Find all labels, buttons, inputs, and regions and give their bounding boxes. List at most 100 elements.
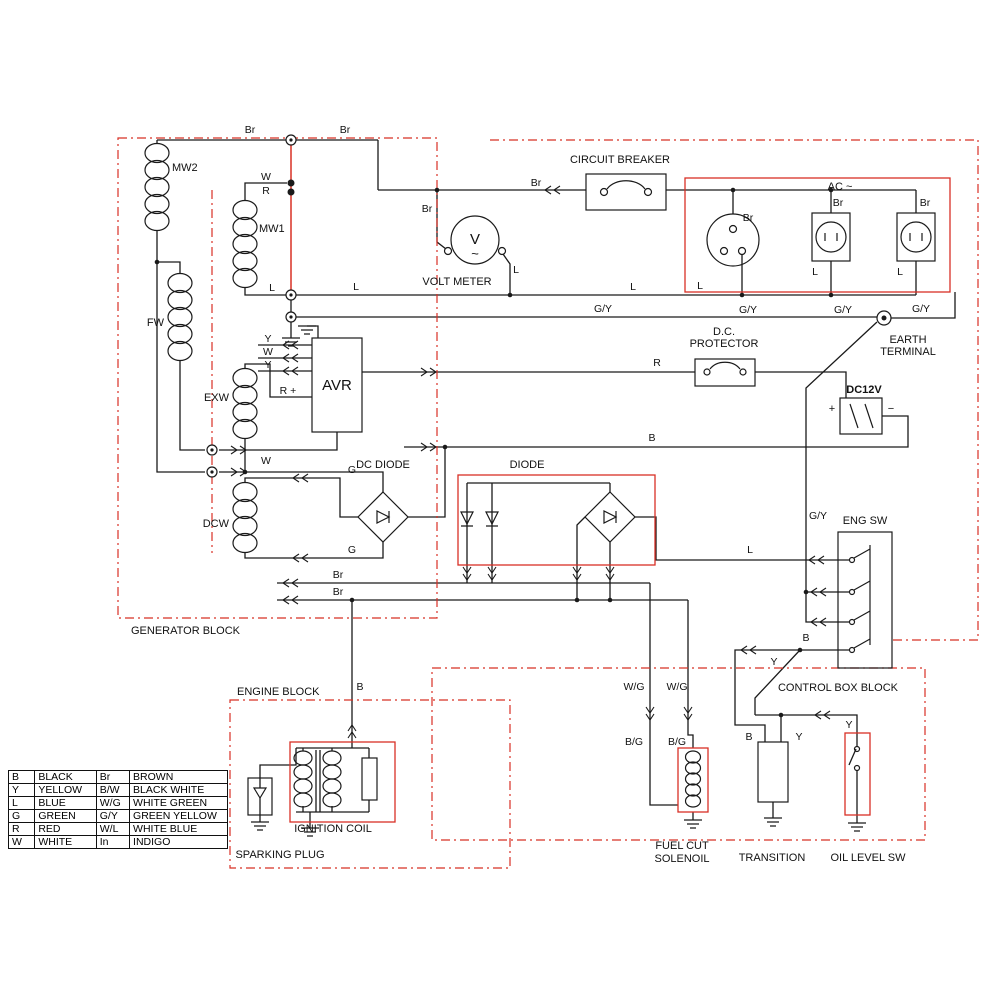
wire-label: L	[353, 281, 359, 293]
avr-label: AVR	[322, 377, 352, 394]
legend-color-name: BLACK WHITE	[129, 783, 228, 797]
diode-highlight-box	[457, 474, 656, 566]
avr-box	[311, 337, 363, 433]
dcw-label: DCW	[203, 518, 230, 530]
block-labels: GENERATOR BLOCK ENGINE BLOCK CONTROL BOX…	[131, 625, 899, 698]
legend-code: Y	[7, 783, 36, 797]
wire-label: Br	[743, 212, 754, 224]
legend-color-name: WHITE BLUE	[129, 822, 228, 836]
ignition-coil-symbol	[293, 750, 378, 808]
dc-protector-label-2: PROTECTOR	[690, 338, 759, 350]
wire-label: G/Y	[834, 304, 852, 316]
component-labels: MW2 MW1 FW EXW DCW AVR V ~ VOLT METER CI…	[147, 154, 936, 865]
ignition-highlight-box	[289, 741, 396, 823]
dcw-coil	[232, 481, 258, 554]
wire-label: B	[356, 681, 363, 693]
wire-label: G/Y	[809, 510, 827, 522]
wire-label: G/Y	[912, 303, 930, 315]
legend-code: G/Y	[95, 809, 131, 823]
wire-label: B/G	[668, 736, 686, 748]
earth-terminal-label-1: EARTH	[889, 334, 926, 346]
legend-code: W	[7, 835, 36, 849]
wire-label: Br	[245, 124, 256, 136]
control-box-block-label: CONTROL BOX BLOCK	[778, 682, 899, 694]
wire-label: G/Y	[594, 303, 612, 315]
dc-protector-label-1: D.C.	[713, 326, 735, 338]
legend-color-name: RED	[34, 822, 97, 836]
wire-label: Br	[422, 203, 433, 215]
circuit-breaker-label: CIRCUIT BREAKER	[570, 154, 670, 166]
ac-receptacles	[706, 212, 936, 267]
ignition-coil-label: IGNITION COIL	[294, 823, 372, 835]
ac-receptacle-1	[811, 212, 851, 262]
earth-terminal-label-2: TERMINAL	[880, 346, 936, 358]
wire-label: B	[648, 432, 655, 444]
fw-coil	[167, 272, 193, 362]
fuel-cut-label-2: SOLENOIL	[654, 853, 709, 865]
wire-label: B/G	[625, 736, 643, 748]
dc-diode-bridge	[357, 491, 409, 543]
volt-meter	[443, 215, 507, 265]
fuel-cut-label-1: FUEL CUT	[655, 840, 709, 852]
wire-label: Br	[333, 569, 344, 581]
legend-code: L	[7, 796, 36, 810]
wire-label: W/G	[624, 681, 645, 693]
ac-highlight-box	[684, 177, 951, 293]
legend-code: B/W	[95, 783, 131, 797]
dc12v-connector	[839, 397, 883, 435]
wire-label: W/G	[667, 681, 688, 693]
legend-color-name: BROWN	[129, 770, 228, 784]
diode-label: DIODE	[510, 459, 545, 471]
volt-meter-tilde: ~	[471, 246, 479, 261]
legend-code: In	[95, 835, 131, 849]
legend-code: G	[7, 809, 36, 823]
ac-label: AC ~	[828, 181, 853, 193]
exw-label: EXW	[204, 392, 230, 404]
mw1-label: MW1	[259, 223, 285, 235]
legend-code: W/L	[95, 822, 131, 836]
legend-color-name: WHITE GREEN	[129, 796, 228, 810]
oil-level-sw-label: OIL LEVEL SW	[831, 852, 907, 864]
ac-receptacle-2	[896, 212, 936, 262]
legend-color-name: WHITE	[34, 835, 97, 849]
wire-label: L	[269, 282, 275, 294]
volt-meter-v: V	[470, 231, 480, 248]
sparking-plug-symbol	[247, 777, 273, 816]
wire-label: L	[697, 280, 703, 292]
legend-color-name: INDIGO	[129, 835, 228, 849]
wire-label: Y	[845, 719, 852, 731]
control-box-boundary	[431, 667, 926, 841]
fuel-cut-solenoid-symbol	[684, 750, 702, 808]
wire-label: R	[262, 185, 270, 197]
wire-label: Y	[264, 359, 271, 371]
wire-label: G	[348, 544, 356, 556]
connectors	[206, 134, 892, 478]
outer-boundary	[490, 139, 979, 641]
mw2-coil	[144, 142, 170, 232]
flow-arrows	[230, 185, 831, 739]
wire-label: L	[747, 544, 753, 556]
wire-label: L	[630, 281, 636, 293]
transition-symbol	[757, 741, 789, 803]
legend-code: W/G	[95, 796, 131, 810]
wire-label: Br	[531, 177, 542, 189]
ignition-resistor	[361, 757, 378, 801]
wire-label: Br	[340, 124, 351, 136]
oil-sw-highlight-box	[844, 732, 871, 816]
dc12v-label: DC12V	[846, 384, 882, 396]
wire-label: B	[802, 632, 809, 644]
eng-switch	[837, 531, 893, 669]
red-highlights	[289, 145, 951, 823]
engine-block-label: ENGINE BLOCK	[237, 686, 320, 698]
mw2-label: MW2	[172, 162, 198, 174]
dc12v-plus: +	[829, 403, 835, 415]
wire-label: R	[653, 357, 661, 369]
